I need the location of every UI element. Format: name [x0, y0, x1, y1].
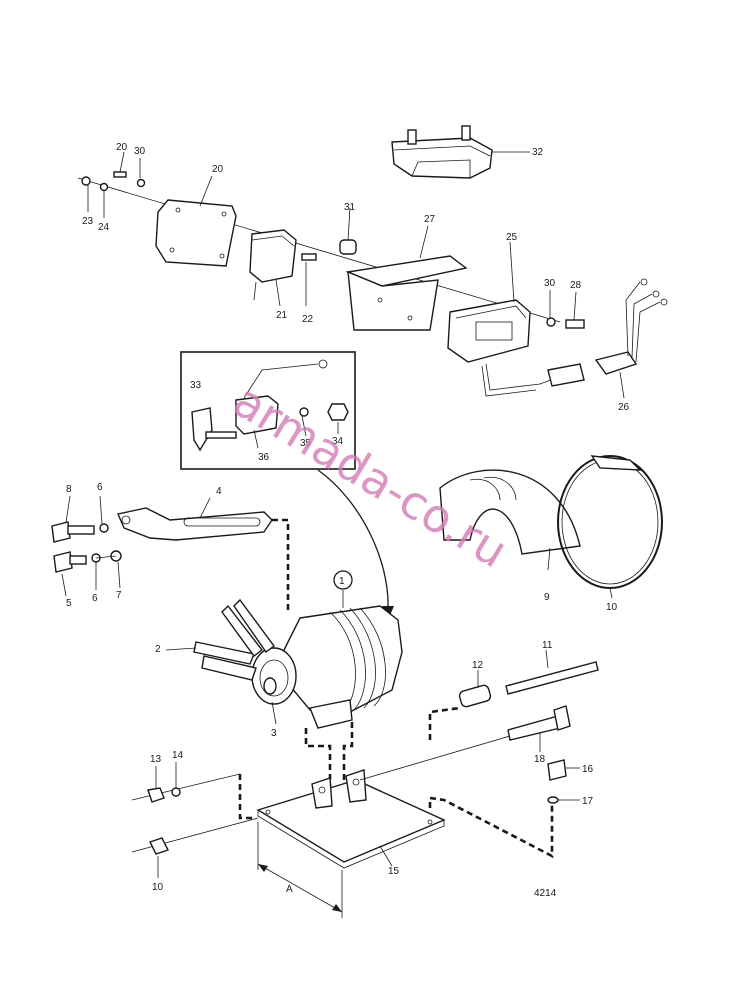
callout-14: 14 — [172, 750, 184, 761]
callout-28: 28 — [570, 280, 582, 291]
callout-33: 33 — [190, 380, 202, 391]
part-5-bolt — [53, 551, 73, 573]
adjusting-bracket — [51, 495, 290, 610]
callout-30b: 30 — [544, 278, 556, 289]
part-16-screw — [547, 759, 567, 781]
callout-10b: 10 — [152, 882, 164, 893]
callout-35: 35 — [300, 438, 312, 449]
callout-7: 7 — [116, 590, 122, 601]
callout-29: 20 — [116, 142, 128, 153]
callout-32: 32 — [532, 147, 544, 158]
part-27-cover — [345, 225, 468, 331]
part-15-plate — [256, 769, 446, 869]
part-31-spacer — [339, 239, 357, 255]
part-10-nut — [149, 837, 169, 855]
callout-12: 12 — [472, 660, 484, 671]
part-14-washer — [171, 787, 181, 797]
figure-number: 4214 — [534, 888, 557, 899]
callout-20: 20 — [212, 164, 224, 175]
callout-9: 9 — [544, 592, 550, 603]
dimension-label: A — [286, 884, 293, 895]
part-29-screw — [113, 171, 127, 178]
callout-30a: 30 — [134, 146, 146, 157]
part-6-washer — [99, 523, 109, 533]
part-8-bolt — [51, 521, 71, 543]
part-26-connector — [594, 278, 668, 399]
callout-6a: 6 — [97, 482, 103, 493]
callout-2: 2 — [155, 644, 161, 655]
callout-16: 16 — [582, 764, 594, 775]
callout-10a: 10 — [606, 602, 618, 613]
lower-fasteners — [131, 649, 599, 878]
part-12-sleeve — [458, 684, 492, 708]
callout-27: 27 — [424, 214, 436, 225]
callout-23: 23 — [82, 216, 94, 227]
part-20-plate — [155, 175, 237, 267]
regulator-assembly — [77, 125, 668, 399]
part-30-washer — [136, 178, 146, 188]
part-18-bolt — [507, 715, 561, 741]
part-32-relay — [391, 125, 530, 179]
callout-18: 18 — [534, 754, 546, 765]
part-1-alternator — [165, 570, 403, 786]
callout-15: 15 — [388, 866, 400, 877]
part-23-nut — [81, 176, 91, 186]
part-11-shaft — [505, 661, 599, 695]
dimension-a — [257, 822, 343, 918]
part-25-regulator — [447, 241, 585, 397]
part-13-nut — [147, 787, 165, 803]
callout-36: 36 — [258, 452, 270, 463]
part-21-block — [249, 229, 297, 307]
callout-6b: 6 — [92, 593, 98, 604]
callout-21: 21 — [276, 310, 288, 321]
callout-labels: 1 2 3 4 5 6 6 7 8 9 10 10 11 12 13 14 15… — [66, 142, 630, 899]
callout-31: 31 — [344, 202, 356, 213]
callout-25: 25 — [506, 232, 518, 243]
part-24-washer — [99, 182, 109, 192]
callout-4: 4 — [216, 486, 222, 497]
part-22-screw — [301, 253, 317, 261]
callout-1: 1 — [339, 576, 345, 587]
part-17-washer — [547, 796, 559, 804]
callout-5: 5 — [66, 598, 72, 609]
callout-26: 26 — [618, 402, 630, 413]
callout-8: 8 — [66, 484, 72, 495]
part-2-belt — [193, 641, 255, 665]
strap-and-clamp — [439, 455, 663, 599]
callout-22: 22 — [302, 314, 314, 325]
callout-13: 13 — [150, 754, 162, 765]
part-28-screw — [565, 319, 585, 329]
callout-34: 34 — [332, 436, 344, 447]
inset-capacitor — [180, 351, 394, 620]
part-30b-washer — [546, 317, 556, 327]
callout-24: 24 — [98, 222, 110, 233]
callout-11: 11 — [542, 640, 553, 651]
callout-3: 3 — [271, 728, 277, 739]
callout-17: 17 — [582, 796, 594, 807]
